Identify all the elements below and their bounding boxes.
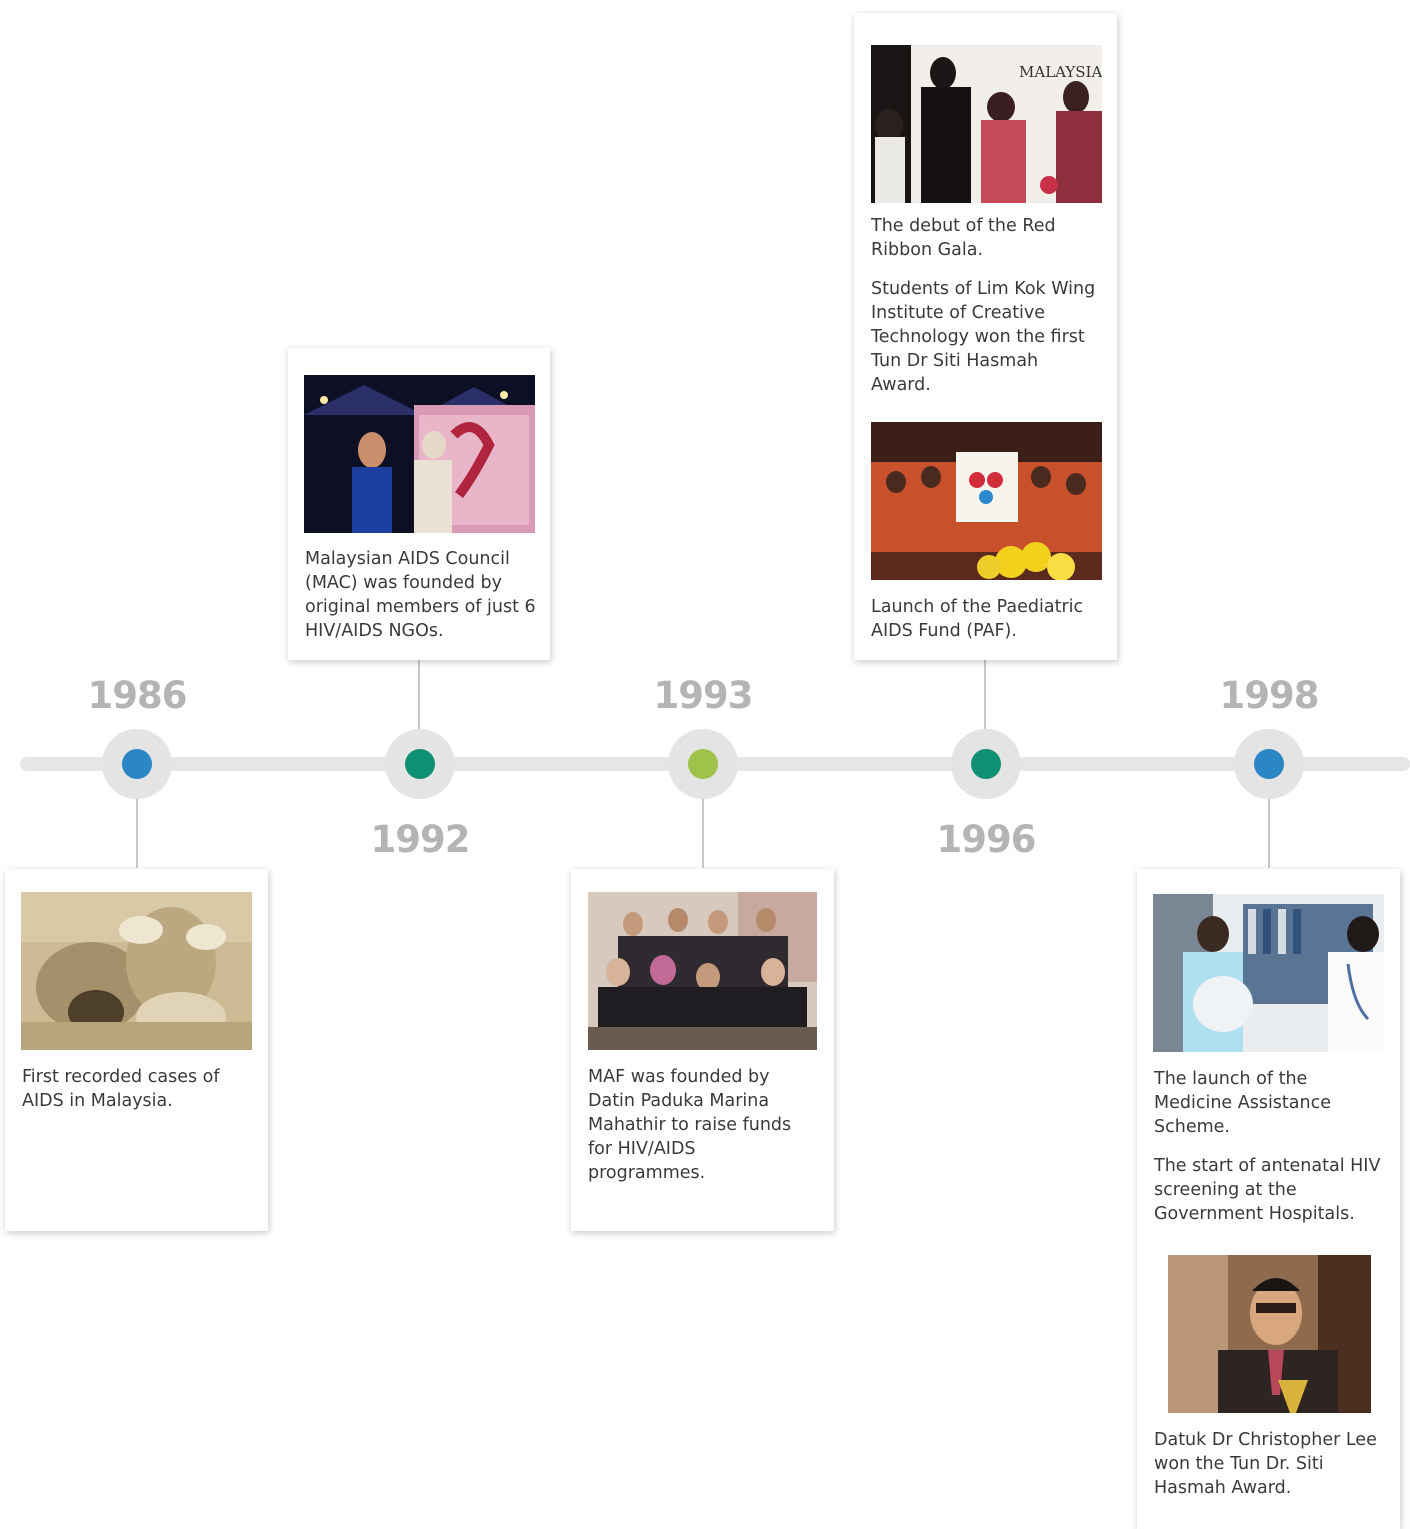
connector-1993 [702, 798, 704, 868]
node-dot-1992 [405, 749, 435, 779]
timeline-node-1996 [951, 729, 1021, 799]
milestone-text-1998-scheme: The launch of the Medicine Assistance Sc… [1154, 1069, 1331, 1137]
milestone-text-1996-award: Students of Lim Kok Wing Institute of Cr… [871, 279, 1096, 395]
node-dot-1993 [688, 749, 718, 779]
timeline-node-1992 [385, 729, 455, 799]
photo-award-presentation-on-stage: MALAYSIA & TATL [871, 45, 1102, 203]
milestone-text-1998-award: Datuk Dr Christopher Lee won the Tun Dr.… [1154, 1430, 1377, 1498]
timeline-node-1998 [1234, 729, 1304, 799]
year-label-1998: 1998 [1219, 674, 1320, 717]
milestone-card-1998: The launch of the Medicine Assistance Sc… [1137, 869, 1400, 1529]
timeline-node-1993 [668, 729, 738, 799]
stage-signage-text: MALAYSIA & TATL [1019, 63, 1102, 81]
node-dot-1998 [1254, 749, 1284, 779]
milestone-card-1986: First recorded cases of AIDS in Malaysia… [5, 869, 268, 1231]
year-label-1996: 1996 [936, 818, 1037, 861]
connector-1986 [136, 798, 138, 868]
milestone-text-1992: Malaysian AIDS Council (MAC) was founded… [305, 549, 536, 641]
connector-1992 [418, 660, 420, 730]
photo-children-with-balloons [871, 422, 1102, 580]
photo-quilt-display-at-night-event [304, 375, 535, 533]
sepia-photo-nurse-with-patient [21, 892, 252, 1050]
photo-pregnant-woman-with-doctor [1153, 894, 1384, 1052]
year-label-1992: 1992 [370, 818, 471, 861]
photo-man-holding-award [1168, 1255, 1371, 1413]
timeline-node-1986 [102, 729, 172, 799]
node-dot-1986 [122, 749, 152, 779]
milestone-card-1996: MALAYSIA & TATL The debut of the Red Rib… [854, 13, 1117, 660]
connector-1996 [984, 660, 986, 730]
node-dot-1996 [971, 749, 1001, 779]
year-label-1993: 1993 [653, 674, 754, 717]
milestone-text-1986: First recorded cases of AIDS in Malaysia… [22, 1067, 220, 1111]
milestone-card-1993: MAF was founded by Datin Paduka Marina M… [571, 869, 834, 1231]
year-label-1986: 1986 [87, 674, 188, 717]
milestone-text-1993: MAF was founded by Datin Paduka Marina M… [588, 1067, 792, 1183]
milestone-text-1996-gala: The debut of the Red Ribbon Gala. [871, 216, 1056, 260]
photo-group-portrait [588, 892, 817, 1050]
milestone-text-1996-paf: Launch of the Paediatric AIDS Fund (PAF)… [871, 597, 1084, 641]
milestone-text-1998-screening: The start of antenatal HIV screening at … [1154, 1156, 1381, 1224]
connector-1998 [1268, 798, 1270, 868]
milestone-card-1992: Malaysian AIDS Council (MAC) was founded… [288, 348, 550, 660]
